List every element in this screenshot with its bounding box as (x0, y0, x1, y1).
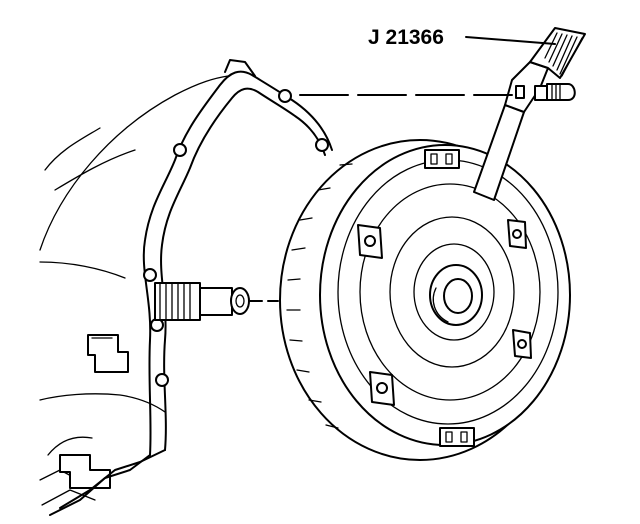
converter-lug-right (507, 219, 527, 249)
j21366-holding-tool (299, 27, 586, 201)
converter-side-ribs (286, 163, 353, 429)
converter-lug-top (424, 149, 460, 169)
input-shaft (154, 282, 279, 321)
transmission-case (39, 59, 333, 516)
converter-lug-lower-right (512, 329, 532, 359)
converter-lug-left (357, 224, 383, 259)
callout-label: J 21366 (368, 26, 444, 49)
tool-callout: J 21366 (368, 26, 556, 49)
converter-lug-lower-left (369, 371, 395, 406)
tool-handle-shading (544, 32, 583, 77)
torque-converter (279, 139, 571, 461)
thumb-screw-icon (515, 83, 576, 101)
converter-lug-bottom (439, 427, 475, 447)
